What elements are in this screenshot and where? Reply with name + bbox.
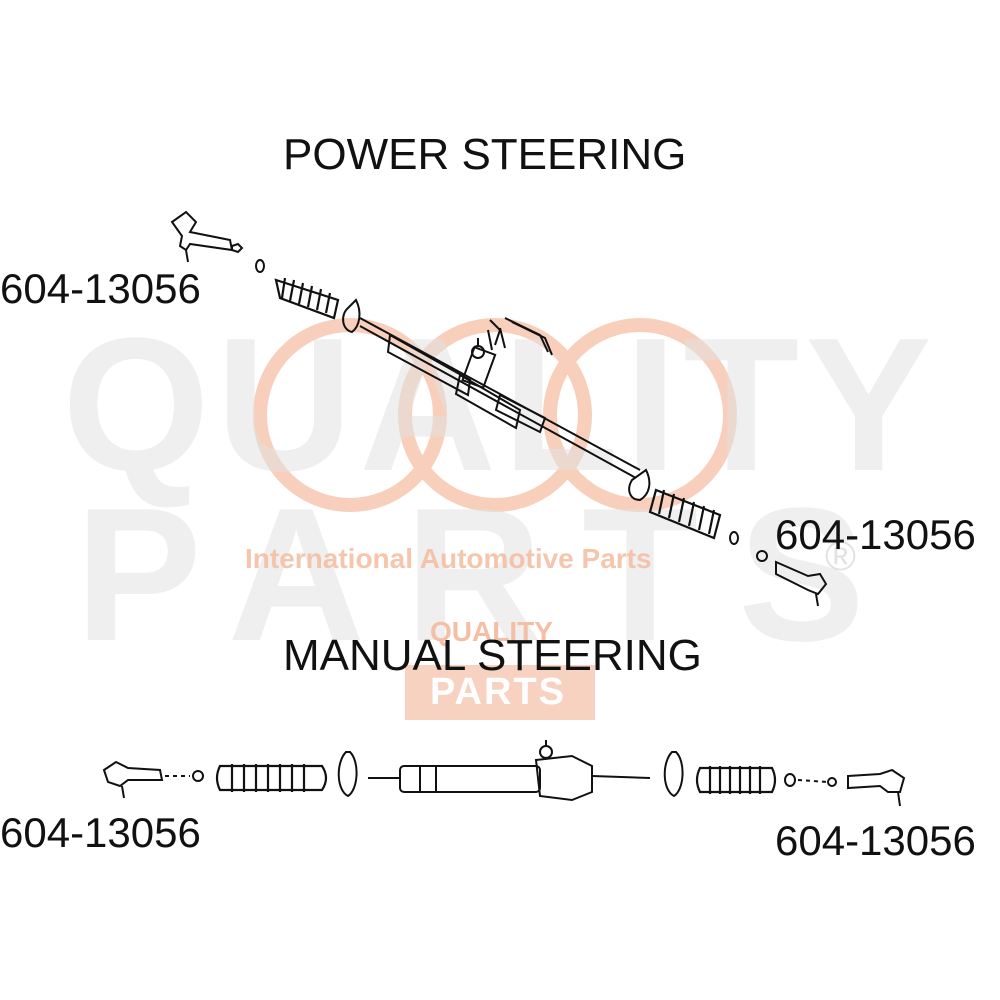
watermark-badge-bottom: PARTS	[430, 671, 566, 713]
power-left-boot	[274, 277, 340, 320]
manual-right-dashes	[797, 779, 829, 783]
power-left-part-number: 604-13056	[0, 265, 201, 312]
power-right-nut	[729, 531, 739, 545]
power-left-tie-rod-end	[170, 210, 244, 263]
manual-right-part-number: 604-13056	[775, 817, 976, 864]
manual-left-boot	[215, 764, 328, 792]
manual-right-boot	[695, 766, 777, 794]
power-rack-housing	[359, 317, 641, 479]
power-hydraulic-lines	[487, 317, 553, 356]
power-steering-title: POWER STEERING	[283, 130, 687, 179]
watermark-tagline: International Automotive Parts	[245, 543, 652, 574]
manual-steering-title: MANUAL STEERING	[283, 631, 702, 680]
watermark-badge-top: QUALITY	[430, 616, 553, 647]
power-right-boot	[648, 488, 722, 540]
manual-rack-housing	[399, 740, 651, 802]
power-left-clamp	[342, 298, 361, 334]
watermark-ring-right	[543, 318, 737, 512]
manual-left-clamp	[337, 751, 358, 798]
manual-right-tie-rod-end	[827, 768, 906, 807]
watermark-word-parts: PARTS	[75, 469, 905, 681]
manual-left-part-number: 604-13056	[0, 809, 201, 856]
watermark-ring-left	[253, 318, 447, 512]
manual-right-nut	[784, 773, 796, 787]
manual-left-nut	[192, 770, 204, 782]
manual-left-tie-rod-end	[102, 760, 164, 799]
watermark-badge	[405, 665, 595, 720]
power-right-part-number: 604-13056	[775, 511, 976, 558]
power-pinion-valve	[461, 338, 497, 389]
manual-right-clamp	[663, 751, 684, 798]
watermark-registered-mark: ®	[825, 532, 856, 579]
power-right-clamp	[628, 468, 651, 502]
power-right-tie-rod-end	[756, 550, 828, 607]
power-left-nut	[255, 259, 265, 273]
